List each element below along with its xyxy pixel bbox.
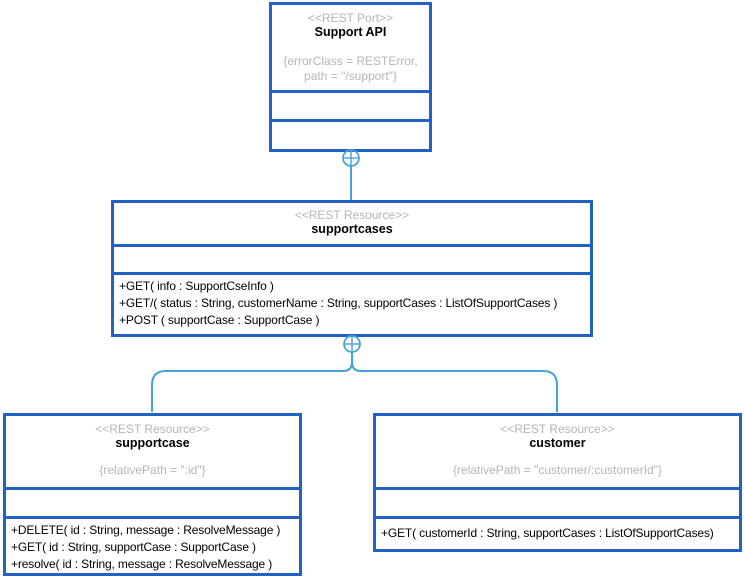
empty-compartment	[272, 90, 429, 119]
node-header: <<REST Resource>> customer {relativePath…	[376, 416, 739, 487]
empty-compartment	[272, 119, 429, 149]
methods-compartment: +DELETE( id : String, message : ResolveM…	[6, 516, 299, 573]
node-header: <<REST Resource>> supportcase {relativeP…	[6, 416, 299, 487]
node-name: customer	[529, 436, 586, 450]
method-line: +DELETE( id : String, message : ResolveM…	[11, 523, 281, 537]
node-property: {relativePath = "customer/:customerId"}	[453, 463, 662, 477]
empty-compartment	[6, 487, 299, 516]
empty-compartment	[114, 244, 590, 272]
uml-node-customer[interactable]: <<REST Resource>> customer {relativePath…	[373, 413, 742, 552]
circled-plus-icon	[343, 335, 361, 353]
method-line: +POST ( supportCase : SupportCase )	[119, 313, 320, 327]
node-name: Support API	[314, 25, 387, 39]
node-property: {errorClass = RESTError,	[283, 54, 418, 68]
node-header: <<REST Port>> Support API {errorClass = …	[272, 5, 429, 90]
method-line: +resolve( id : String, message : Resolve…	[11, 557, 273, 571]
containment-connector-bottom	[151, 335, 558, 412]
method-line: +GET( info : SupportCseInfo )	[119, 279, 274, 293]
node-stereotype: <<REST Port>>	[307, 11, 394, 25]
node-stereotype: <<REST Resource>>	[500, 422, 615, 436]
method-line: +GET( id : String, supportCase : Support…	[11, 540, 256, 554]
uml-node-supportcases[interactable]: <<REST Resource>> supportcases +GET( inf…	[111, 200, 593, 337]
method-line: +GET( customerId : String, supportCases …	[381, 526, 714, 540]
containment-connector-top	[342, 149, 360, 200]
methods-compartment: +GET( customerId : String, supportCases …	[376, 516, 739, 549]
node-property: path = "/support"}	[304, 69, 397, 83]
uml-node-support-api[interactable]: <<REST Port>> Support API {errorClass = …	[269, 2, 432, 152]
methods-compartment: +GET( info : SupportCseInfo ) +GET/( sta…	[114, 272, 590, 334]
node-header: <<REST Resource>> supportcases	[114, 203, 590, 244]
empty-compartment	[376, 487, 739, 516]
node-stereotype: <<REST Resource>>	[95, 422, 210, 436]
node-name: supportcase	[115, 436, 190, 450]
method-line: +GET/( status : String, customerName : S…	[119, 296, 558, 310]
node-stereotype: <<REST Resource>>	[294, 208, 410, 222]
node-name: supportcases	[311, 222, 393, 236]
circled-plus-icon	[342, 149, 360, 167]
uml-node-supportcase[interactable]: <<REST Resource>> supportcase {relativeP…	[3, 413, 302, 576]
node-property: {relativePath = ":id"}	[99, 463, 206, 477]
